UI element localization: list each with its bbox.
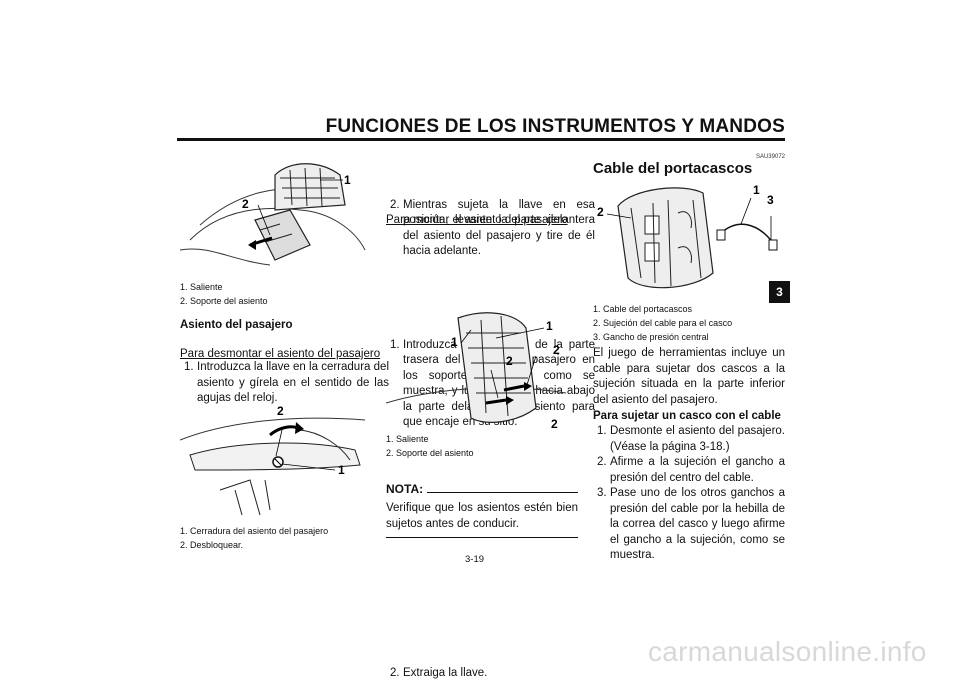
nota-bottom-rule [386, 537, 578, 538]
nota-rule [427, 492, 578, 493]
figure-3-captions: 1. Saliente 2. Soporte del asiento [386, 432, 586, 460]
helmet-cable-paragraph: El juego de herramientas incluye un cabl… [593, 346, 785, 408]
step-number: 1. [184, 360, 194, 376]
fig4-callout-1: 1 [753, 183, 760, 197]
fig4-callout-2: 2 [597, 205, 604, 219]
caption-item: 1. Cable del portacascos [593, 302, 793, 316]
caption-item: 2. Soporte del asiento [180, 294, 380, 308]
step-text: Extraiga la llave. [403, 667, 487, 679]
section-heading-passenger-seat: Asiento del pasajero [180, 318, 292, 334]
caption-item: 2. Sujeción del cable para el casco [593, 316, 793, 330]
nota-label: NOTA: [386, 482, 423, 496]
figure-1: 1 2 [180, 150, 370, 280]
fig2-callout-2: 2 [277, 404, 284, 418]
list-item: 3. Pase uno de los otros ganchos a presi… [593, 486, 785, 564]
step-text: Introduzca la llave en la cerradura del … [197, 361, 389, 404]
step-text: Afirme a la sujeción el gancho a presión… [610, 456, 785, 484]
step-number: 2. [597, 455, 607, 471]
step-item: 2. Mientras sujeta la llave en esa posic… [386, 198, 595, 260]
list-item: 2. Afirme a la sujeción el gancho a pres… [593, 455, 785, 486]
fig1-callout-1: 1 [344, 173, 351, 187]
figure-4-captions: 1. Cable del portacascos 2. Sujeción del… [593, 302, 793, 344]
caption-item: 2. Desbloquear. [180, 538, 380, 552]
nota-text: Verifique que los asientos estén bien su… [386, 501, 578, 532]
subheading-secure-helmet: Para sujetar un casco con el cable [593, 409, 781, 425]
watermark: carmanualsonline.info [648, 636, 927, 668]
step-text: Pase uno de los otros ganchos a presión … [610, 487, 785, 561]
section-heading-helmet-cable: Cable del portacascos [593, 160, 752, 177]
fig3-callout-2: 2 [551, 417, 558, 430]
figure-2-captions: 1. Cerradura del asiento del pasajero 2.… [180, 524, 380, 552]
seat-install-illustration: 1 1 2 2 2 [386, 308, 576, 430]
step-text: Desmonte el asiento del pasajero. (Véase… [610, 425, 785, 453]
fig1-callout-2: 2 [242, 197, 249, 211]
fig3-callout-1: 1 [546, 319, 553, 333]
figure-4: 1 2 3 [593, 178, 785, 300]
step-number: 2. [390, 198, 400, 214]
caption-item: 1. Saliente [386, 432, 586, 446]
step-number: 2. [390, 666, 400, 681]
step-number: 1. [597, 424, 607, 440]
header-rule [177, 138, 785, 141]
caption-item: 1. Saliente [180, 280, 380, 294]
seat-support-illustration: 1 2 [180, 150, 370, 280]
list-item: 1. Desmonte el asiento del pasajero. (Vé… [593, 424, 785, 455]
helmet-steps-list: 1. Desmonte el asiento del pasajero. (Vé… [593, 424, 785, 564]
figure-2: 1 2 [180, 400, 370, 518]
fig3-callout-2: 2 [506, 354, 513, 368]
figure-1-captions: 1. Saliente 2. Soporte del asiento [180, 280, 380, 308]
fig3-callout-1: 1 [451, 335, 458, 349]
fig2-callout-1: 1 [338, 463, 345, 477]
helmet-cable-illustration: 1 2 3 [593, 178, 785, 300]
caption-item: 1. Cerradura del asiento del pasajero [180, 524, 380, 538]
subheading-install-seat: Para montar el asiento del pasajero [386, 213, 568, 229]
page-number: 3-19 [465, 554, 484, 565]
step-item: 2. Extraiga la llave. [386, 666, 595, 681]
figure-3: 1 1 2 2 2 [386, 308, 576, 430]
page-title: FUNCIONES DE LOS INSTRUMENTOS Y MANDOS [0, 116, 785, 138]
nota-box: NOTA: Verifique que los asientos estén b… [386, 482, 578, 538]
fig4-callout-3: 3 [767, 193, 774, 207]
fig3-callout-2: 2 [553, 343, 560, 357]
seat-lock-illustration: 1 2 [180, 400, 370, 518]
step-number: 3. [597, 486, 607, 502]
caption-item: 3. Gancho de presión central [593, 330, 793, 344]
caption-item: 2. Soporte del asiento [386, 446, 586, 460]
